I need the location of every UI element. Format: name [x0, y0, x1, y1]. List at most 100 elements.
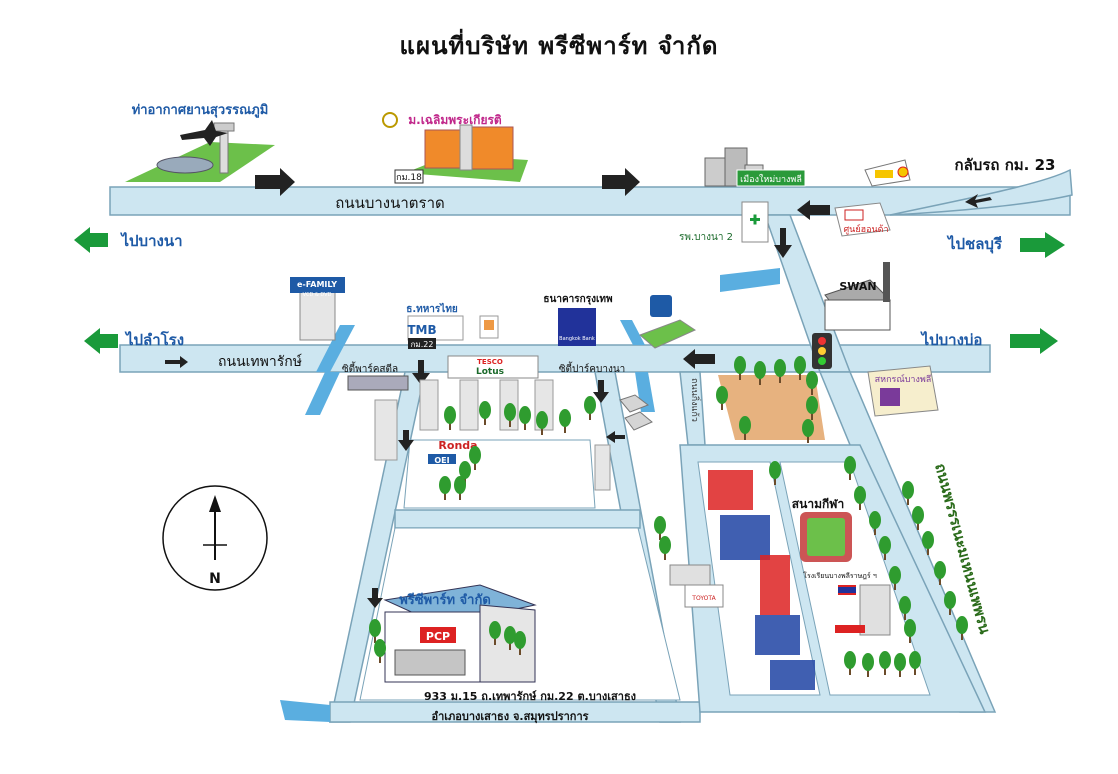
tree-icon: [806, 371, 818, 389]
direction-arrows: [74, 227, 1065, 354]
company-building: PCP พรีซีพาร์ท จำกัด: [383, 584, 537, 683]
tree-icon: [654, 516, 666, 534]
tree-icon: [934, 561, 946, 579]
side-building: สหกรณ์บางพลี: [867, 365, 939, 417]
tree-icon: [912, 506, 924, 524]
tree-icon: [869, 511, 881, 529]
tree-icon: [879, 536, 891, 554]
tree-icon: [739, 416, 751, 434]
tmb-logo: TMB: [407, 323, 436, 337]
tree-icon: [769, 461, 781, 479]
label-km23: กลับรถ กม. 23: [955, 156, 1056, 174]
side-building-label: สหกรณ์บางพลี: [875, 373, 932, 385]
tree-icon: [504, 403, 516, 421]
stadium: สนามกีฬา โรงเรียนบางพลีราษฎร์ ฯ: [792, 497, 891, 636]
canals: [280, 268, 780, 722]
ptt-station: [639, 295, 697, 349]
tree-icon: [774, 359, 786, 377]
tesco-label: TESCO: [477, 358, 503, 366]
trees: [369, 356, 968, 677]
tree-icon: [374, 639, 386, 657]
map-title: แผนที่บริษัท พรีซีพาร์ท จำกัด: [399, 32, 719, 60]
tree-icon: [879, 651, 891, 669]
bangkok-bank: ธนาคารกรุงเทพ Bangkok Bank: [543, 294, 613, 346]
university-label: ม.เฉลิมพระเกียรติ: [408, 113, 502, 127]
address-line2: อำเภอบางเสาธง จ.สมุทรปราการ: [431, 710, 588, 724]
tree-icon: [454, 476, 466, 494]
arrow-left-thepharak: [683, 349, 715, 369]
tree-icon: [794, 356, 806, 374]
stadium-label: สนามกีฬา: [792, 497, 844, 511]
arrow-down-1: [774, 228, 792, 258]
tree-icon: [536, 411, 548, 429]
arrow-down-4: [593, 380, 609, 403]
efamily-label: e-FAMILY: [297, 280, 337, 289]
arrow-thepharak-east: [165, 356, 188, 368]
tree-icon: [944, 591, 956, 609]
dir-chonburi: ไปชลบุรี: [946, 234, 1003, 254]
tree-icon: [559, 409, 571, 427]
city-park-building: [347, 375, 409, 391]
tree-icon: [894, 653, 906, 671]
tree-icon: [956, 616, 968, 634]
tree-icon: [584, 396, 596, 414]
tree-icon: [899, 596, 911, 614]
honda-center: ศูนย์ฮอนด้า: [834, 202, 891, 237]
tree-icon: [469, 446, 481, 464]
shell-icon: [897, 166, 909, 178]
houses-small: [619, 394, 653, 431]
road-inner-h: [394, 509, 641, 529]
city-park-label: ซิตี้พาร์คสตีล: [342, 361, 398, 375]
tree-icon: [902, 481, 914, 499]
bangkok-bank-label: ธนาคารกรุงเทพ: [543, 294, 613, 305]
dir-lamrong: ไปลำโรง: [124, 330, 184, 349]
swan-factory: SWAN: [824, 262, 891, 331]
dir-bangbo: ไปบางบ่อ: [920, 330, 983, 349]
label-soi: ถนนกิ่งแก้ว: [689, 378, 702, 422]
tree-icon: [504, 626, 516, 644]
address-line1: 933 ม.15 ถ.เทพารักษ์ กม.22 ต.บางเสาธง: [424, 690, 636, 703]
green-arrow-chonburi: [1020, 232, 1065, 258]
tree-icon: [904, 619, 916, 637]
block-ronda: [403, 439, 596, 509]
tree-icon: [444, 406, 456, 424]
efamily-sub: VCD & DVD: [303, 292, 332, 298]
north-arrow-icon: [209, 495, 221, 512]
tree-icon: [889, 566, 901, 584]
warehouses: [374, 379, 611, 491]
toyota-label: TOYOTA: [691, 595, 716, 602]
hospital-label: รพ.บางนา 2: [679, 232, 733, 243]
arrow-left-bangna: [797, 200, 830, 220]
company-sign: พรีซีพาร์ท จำกัด: [399, 592, 491, 608]
traffic-light-icon: [812, 333, 832, 369]
green-arrow-bangna: [74, 227, 108, 253]
oei-label: OEI: [434, 456, 449, 465]
arrow-left-small: [606, 431, 625, 443]
traffic-arrows: [165, 168, 992, 608]
pcp-logo: PCP: [426, 630, 450, 643]
tesco-lotus: TESCO Lotus: [447, 355, 539, 379]
tree-icon: [909, 651, 921, 669]
tree-icon: [844, 651, 856, 669]
road-km23-ramp: [889, 168, 1073, 216]
tmb-bank: ธ.ทหารไทย TMB กม.22: [406, 302, 499, 349]
tree-icon: [716, 386, 728, 404]
km18-label: กม.18: [396, 173, 422, 183]
green-arrow-bangbo: [1010, 328, 1058, 354]
university-landmark: ม.เฉลิมพระเกียรติ กม.18: [382, 112, 528, 184]
label-bangna-trad: ถนนบางนาตราด: [335, 194, 445, 212]
airplane-icon: [180, 120, 228, 146]
compass-label: N: [209, 571, 221, 587]
mueang-mai-landmark: เมืองใหม่บางพลี: [704, 147, 806, 187]
tree-icon: [489, 621, 501, 639]
lotus-label: Lotus: [476, 367, 504, 377]
ronda-label: Ronda: [438, 439, 477, 452]
dir-bangna: ไปบางนา: [119, 231, 182, 250]
tree-icon: [734, 356, 746, 374]
toyota-dealer: TOYOTA: [669, 564, 724, 608]
bangkok-bank-logo: Bangkok Bank: [559, 336, 595, 342]
tree-icon: [862, 653, 874, 671]
arrow-right-1: [255, 168, 295, 196]
compass: N: [162, 485, 268, 591]
